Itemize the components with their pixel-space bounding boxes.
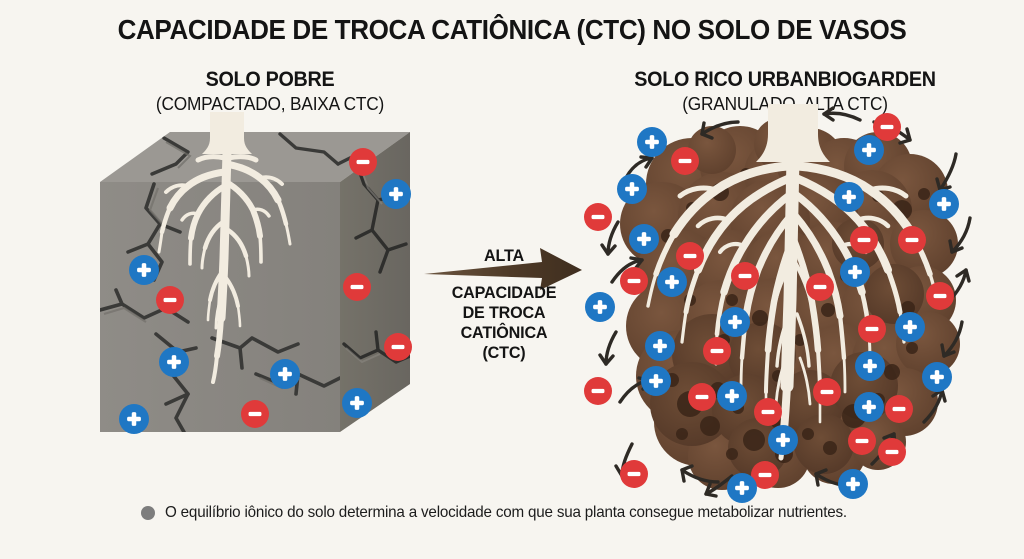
anion-ion-badge bbox=[156, 286, 184, 314]
cation-ion-badge bbox=[270, 359, 300, 389]
anion-ion-badge bbox=[671, 147, 699, 175]
anion-ion-badge bbox=[813, 378, 841, 406]
arrow-shape bbox=[424, 248, 582, 290]
cation-ion-badge bbox=[929, 189, 959, 219]
exchange-arrow bbox=[822, 106, 862, 122]
anion-ion-badge bbox=[751, 461, 779, 489]
arrow-label-line-3: CATIÔNICA bbox=[460, 323, 548, 342]
caption-bar: O equilíbrio iônico do solo determina a … bbox=[0, 504, 1024, 522]
cation-ion-badge bbox=[854, 135, 884, 165]
anion-ion-badge bbox=[885, 395, 913, 423]
bullet-dot-icon bbox=[141, 506, 156, 520]
cation-ion-badge bbox=[720, 307, 750, 337]
anion-ion-badge bbox=[703, 337, 731, 365]
anion-ion-badge bbox=[349, 148, 377, 176]
anion-ion-badge bbox=[731, 262, 759, 290]
arrow-label-line-2: DE TROCA bbox=[462, 303, 546, 322]
anion-ion-badge bbox=[343, 273, 371, 301]
exchange-arrow bbox=[948, 216, 972, 254]
arrow-label-alta: ALTA bbox=[484, 246, 524, 265]
anion-ion-badge bbox=[620, 460, 648, 488]
cation-ion-badge bbox=[834, 182, 864, 212]
exchange-arrow bbox=[700, 120, 740, 140]
cation-ion-badge bbox=[727, 473, 757, 503]
ion-layer-left bbox=[119, 148, 412, 434]
cation-ion-badge bbox=[585, 292, 615, 322]
anion-ion-badge bbox=[620, 267, 648, 295]
anion-ion-badge bbox=[858, 315, 886, 343]
cation-ion-badge bbox=[840, 257, 870, 287]
ion-exchange-arrow-group bbox=[598, 106, 972, 498]
cation-ion-badge bbox=[717, 381, 747, 411]
cation-ion-badge bbox=[854, 392, 884, 422]
plant-root-system bbox=[157, 112, 292, 384]
cation-ion-badge bbox=[922, 362, 952, 392]
poor-soil-illustration bbox=[92, 112, 442, 472]
anion-ion-badge bbox=[848, 427, 876, 455]
exchange-arrow bbox=[598, 330, 618, 366]
caption-text: O equilíbrio iônico do solo determina a … bbox=[165, 504, 848, 521]
cation-ion-badge bbox=[159, 347, 189, 377]
anion-ion-badge bbox=[584, 203, 612, 231]
cation-ion-badge bbox=[629, 224, 659, 254]
anion-ion-badge bbox=[676, 242, 704, 270]
crack-group-top-shadow bbox=[165, 141, 192, 169]
cation-ion-badge bbox=[895, 312, 925, 342]
ion-layer-right bbox=[584, 113, 959, 503]
exchange-arrow bbox=[704, 474, 734, 498]
cation-ion-badge bbox=[768, 425, 798, 455]
exchange-arrow bbox=[940, 320, 964, 358]
anion-ion-badge bbox=[241, 400, 269, 428]
anion-ion-badge bbox=[926, 282, 954, 310]
cation-ion-badge bbox=[637, 127, 667, 157]
cation-ion-badge bbox=[129, 255, 159, 285]
anion-ion-badge bbox=[878, 438, 906, 466]
anion-ion-badge bbox=[806, 273, 834, 301]
exchange-arrow bbox=[600, 220, 620, 256]
cation-ion-badge bbox=[617, 174, 647, 204]
arrow-label-line-4: (CTC) bbox=[482, 343, 526, 362]
cation-ion-badge bbox=[381, 179, 411, 209]
anion-ion-badge bbox=[754, 398, 782, 426]
right-panel-heading: SOLO RICO URBANBIOGARDEN bbox=[634, 68, 936, 91]
left-panel-heading: SOLO POBRE bbox=[205, 68, 335, 91]
arrow-label-body: CAPACIDADE DE TROCA CATIÔNICA (CTC) bbox=[428, 283, 580, 363]
cation-ion-badge bbox=[119, 404, 149, 434]
exchange-arrow bbox=[680, 464, 720, 484]
anion-ion-badge bbox=[850, 226, 878, 254]
anion-ion-badge bbox=[688, 383, 716, 411]
left-panel-heading-group: SOLO POBRE (COMPACTADO, BAIXA CTC) bbox=[90, 68, 450, 115]
left-panel-subheading: (COMPACTADO, BAIXA CTC) bbox=[155, 94, 385, 114]
arrow-label-line-1: CAPACIDADE bbox=[451, 283, 557, 302]
page-title: CAPACIDADE DE TROCA CATIÔNICA (CTC) NO S… bbox=[117, 14, 907, 45]
anion-ion-badge bbox=[873, 113, 901, 141]
anion-ion-badge bbox=[584, 377, 612, 405]
rich-soil-illustration bbox=[572, 104, 1012, 503]
cation-ion-badge bbox=[838, 469, 868, 499]
exchange-arrow-illustration bbox=[424, 238, 584, 378]
anion-ion-badge bbox=[384, 333, 412, 361]
cation-ion-badge bbox=[641, 366, 671, 396]
cation-ion-badge bbox=[855, 351, 885, 381]
cation-ion-badge bbox=[645, 331, 675, 361]
cation-ion-badge bbox=[342, 388, 372, 418]
cation-ion-badge bbox=[657, 267, 687, 297]
anion-ion-badge bbox=[898, 226, 926, 254]
